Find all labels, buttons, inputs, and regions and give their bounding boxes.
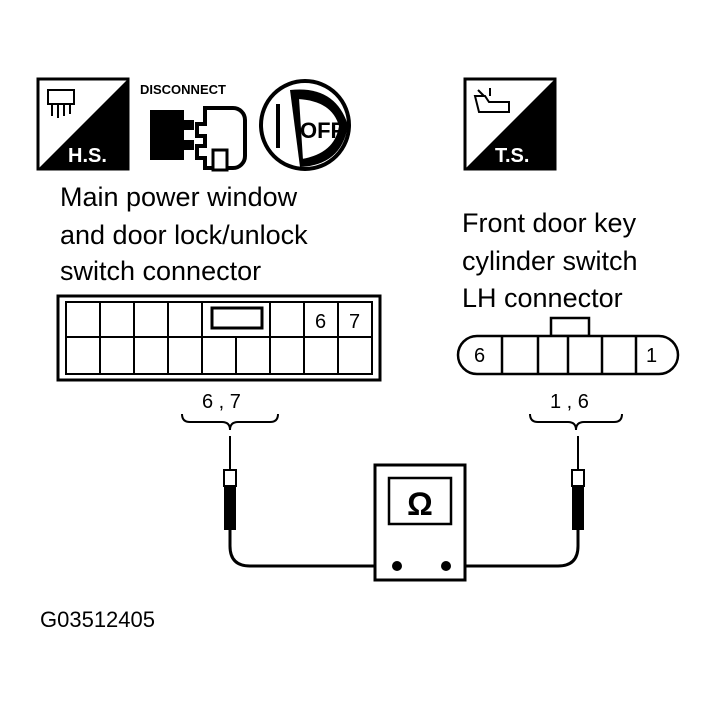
disconnect-label: DISCONNECT: [140, 82, 226, 97]
left-lead-wire: [228, 545, 396, 568]
ts-icon: T.S.: [463, 77, 557, 171]
figure-code: G03512405: [40, 607, 155, 632]
right-pin-1: 1: [646, 345, 657, 367]
left-probe-brace: [181, 413, 279, 431]
right-title-line-1: Front door key: [462, 208, 637, 238]
left-test-probe: [223, 436, 237, 546]
right-title-line-3: LH connector: [462, 283, 623, 313]
right-connector-title: Front door key cylinder switch LH connec…: [462, 208, 638, 313]
left-title-line-3: switch connector: [60, 256, 261, 286]
left-connector-key: [210, 306, 264, 330]
ohm-symbol: Ω: [407, 486, 433, 522]
left-connector: [56, 294, 382, 382]
right-lead-wire: [448, 545, 580, 568]
right-connector: [456, 316, 680, 376]
ignition-off-icon: OFF: [259, 79, 351, 171]
ohmmeter: Ω: [373, 463, 467, 582]
right-probe-brace: [529, 413, 623, 431]
hs-label: H.S.: [68, 145, 107, 167]
right-pin-6: 6: [474, 345, 485, 367]
meter-display: [387, 476, 453, 526]
left-title-line-1: Main power window: [60, 182, 298, 212]
left-probe-label: 6 , 7: [202, 391, 241, 413]
left-pin-7: 7: [349, 311, 360, 333]
meter-terminal-left: [392, 561, 402, 571]
off-label: OFF: [300, 118, 344, 143]
right-probe-label: 1 , 6: [550, 391, 589, 413]
hs-icon: H.S.: [36, 77, 130, 171]
left-connector-title: Main power window and door lock/unlock s…: [60, 182, 308, 286]
disconnect-icon: DISCONNECT: [140, 82, 247, 172]
left-title-line-2: and door lock/unlock: [60, 220, 308, 250]
ts-label: T.S.: [495, 145, 529, 167]
right-test-probe: [571, 436, 585, 546]
meter-terminal-right: [441, 561, 451, 571]
left-pin-6: 6: [315, 311, 326, 333]
right-title-line-2: cylinder switch: [462, 246, 638, 276]
